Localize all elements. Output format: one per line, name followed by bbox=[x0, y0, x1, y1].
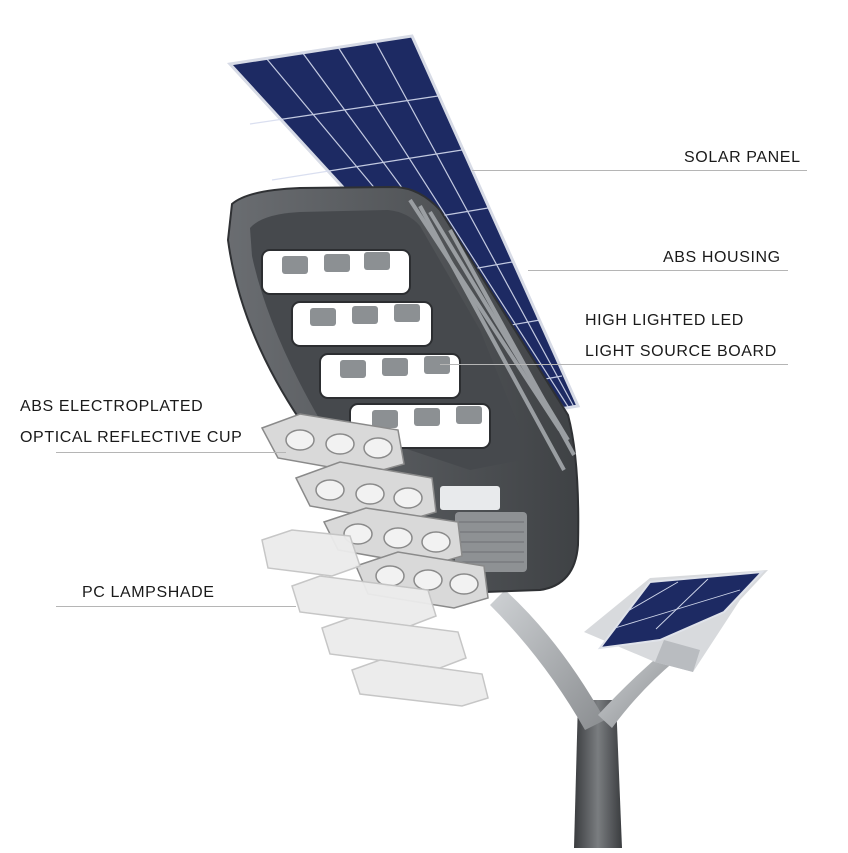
led-board-leader bbox=[440, 364, 788, 365]
small-solar-panel bbox=[584, 570, 768, 672]
lampshade-label: PC LAMPSHADE bbox=[82, 584, 215, 601]
abs-housing-label: ABS HOUSING bbox=[663, 249, 781, 266]
optical-reflective-cups bbox=[260, 413, 489, 609]
solar-panel-leader bbox=[472, 170, 807, 171]
pc-lampshades bbox=[261, 529, 489, 707]
abs-housing-leader bbox=[528, 270, 788, 271]
led-board-label-line2: LIGHT SOURCE BOARD bbox=[585, 343, 777, 360]
abs-housing bbox=[226, 185, 580, 594]
solar-panel-label: SOLAR PANEL bbox=[684, 149, 801, 166]
reflective-cup-leader bbox=[56, 452, 286, 453]
pole bbox=[490, 590, 676, 848]
cooling-fins bbox=[408, 198, 576, 471]
reflective-cup-label-line2: OPTICAL REFLECTIVE CUP bbox=[20, 429, 243, 446]
led-board-label-line1: HIGH LIGHTED LED bbox=[585, 312, 744, 329]
sensor-window bbox=[440, 486, 500, 510]
lampshade-leader bbox=[56, 606, 296, 607]
reflective-cup-label-line1: ABS ELECTROPLATED bbox=[20, 398, 204, 415]
